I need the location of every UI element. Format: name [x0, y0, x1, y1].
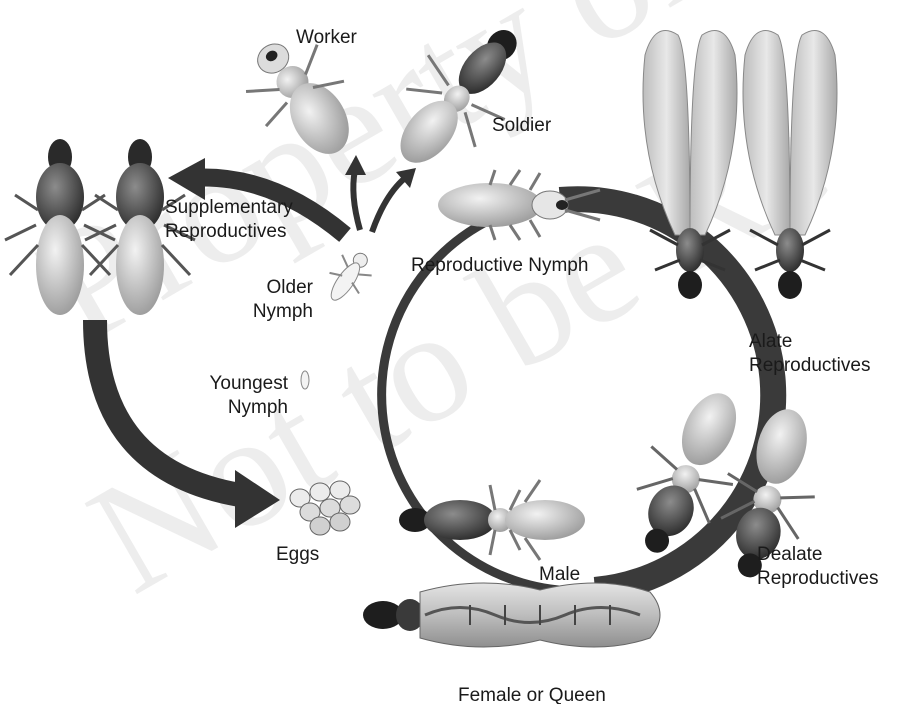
older-nymph-illustration [318, 244, 379, 310]
male-illustration [399, 480, 585, 560]
label-supplementary-line1: Supplementary [165, 196, 293, 220]
label-youngest-nymph: Youngest Nymph [205, 372, 288, 420]
label-alate-line2: Reproductives [749, 354, 870, 378]
label-worker: Worker [296, 26, 357, 50]
label-youngest-nymph-line1: Youngest [205, 372, 288, 396]
arrow-to-worker-shaft [353, 170, 360, 230]
label-supplementary-reproductives: Supplementary Reproductives [165, 196, 293, 244]
label-dealate-line1: Dealate [757, 543, 878, 567]
arrow-to-worker-head [345, 155, 366, 175]
label-alate-line1: Alate [749, 330, 870, 354]
arrow-to-supplementary-head [168, 158, 205, 200]
label-alate-reproductives: Alate Reproductives [749, 330, 870, 378]
label-eggs: Eggs [276, 543, 319, 567]
label-older-nymph-line2: Nymph [245, 300, 313, 324]
label-male: Male [539, 563, 580, 587]
alate-reproductives-illustration [643, 31, 837, 300]
label-supplementary-line2: Reproductives [165, 220, 293, 244]
label-female-or-queen: Female or Queen [458, 684, 606, 704]
eggs-illustration [290, 481, 360, 535]
arrow-to-soldier-shaft [372, 178, 405, 232]
queen-illustration [363, 583, 660, 647]
label-dealate-line2: Reproductives [757, 567, 878, 591]
label-dealate-reproductives: Dealate Reproductives [757, 543, 878, 591]
soldier-illustration [368, 1, 551, 192]
arrow-to-eggs-head [235, 470, 280, 528]
label-soldier: Soldier [492, 114, 551, 138]
label-reproductive-nymph: Reproductive Nymph [411, 254, 588, 278]
label-older-nymph-line1: Older [245, 276, 313, 300]
label-older-nymph: Older Nymph [245, 276, 313, 324]
youngest-nymph-illustration [301, 371, 309, 389]
label-youngest-nymph-line2: Nymph [205, 396, 288, 420]
